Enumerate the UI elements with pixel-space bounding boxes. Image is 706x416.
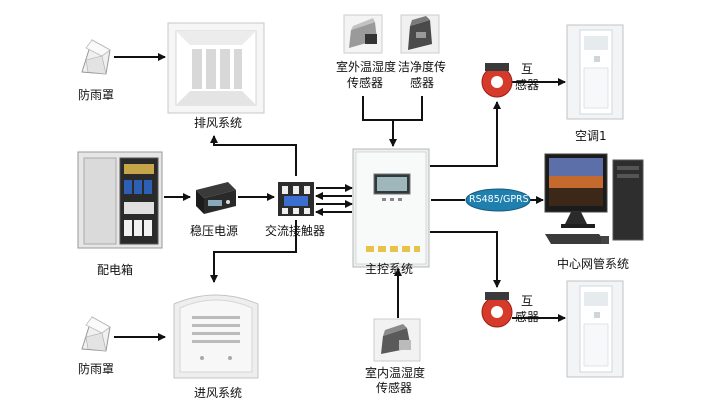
rs485-gprs-badge bbox=[465, 188, 531, 212]
voltage-regulator-image bbox=[192, 178, 238, 216]
current-transformer-bottom-image bbox=[480, 290, 514, 330]
cleanliness-sensor-label-1: 洁净度传 bbox=[398, 60, 447, 74]
outdoor-sensor-image bbox=[343, 14, 383, 54]
outdoor-sensor-label-2: 传感器 bbox=[347, 76, 384, 90]
rain-cover-top-label: 防雨罩 bbox=[78, 88, 115, 102]
current-transformer-bottom-label-2: 感器 bbox=[515, 310, 540, 324]
main-control-label: 主控系统 bbox=[365, 262, 414, 276]
intake-system-image bbox=[166, 286, 266, 381]
cleanliness-sensor-image bbox=[400, 14, 440, 54]
ac-contactor-image bbox=[276, 178, 316, 218]
rain-cover-bottom-image bbox=[76, 313, 114, 353]
exhaust-fan-image bbox=[166, 21, 266, 116]
indoor-sensor-label-1: 室内温湿度 bbox=[365, 366, 426, 380]
current-transformer-top-image bbox=[480, 62, 514, 100]
distribution-box-image bbox=[76, 150, 164, 250]
intake-system-label: 进风系统 bbox=[194, 386, 243, 400]
distribution-box-label: 配电箱 bbox=[97, 263, 134, 277]
voltage-regulator-label: 稳压电源 bbox=[190, 224, 239, 238]
current-transformer-top-label-1: 互 bbox=[521, 62, 534, 76]
ac-contactor-label: 交流接触器 bbox=[265, 224, 326, 238]
arrow-outdoor-sensor-main bbox=[362, 96, 397, 147]
arrow-main-ct-top bbox=[430, 101, 501, 167]
indoor-sensor-label-2: 传感器 bbox=[376, 381, 413, 395]
rain-cover-bottom-label: 防雨罩 bbox=[78, 362, 115, 376]
outdoor-sensor-label-1: 室外温湿度 bbox=[336, 60, 397, 74]
main-control-image bbox=[352, 148, 430, 268]
central-management-label: 中心网管系统 bbox=[557, 257, 630, 271]
arrow-main-ct-bottom bbox=[430, 231, 501, 288]
current-transformer-top-label-2: 感器 bbox=[515, 78, 540, 92]
rain-cover-top-image bbox=[76, 36, 114, 76]
indoor-sensor-image bbox=[373, 318, 421, 362]
arrow-clean-sensor-main bbox=[393, 96, 423, 121]
air-conditioner-1-label: 空调1 bbox=[575, 129, 607, 143]
rs485-gprs-label: RS485/GPRS bbox=[469, 194, 529, 205]
cleanliness-sensor-label-2: 感器 bbox=[410, 76, 435, 90]
central-management-computer-image bbox=[543, 150, 647, 252]
air-conditioner-1-image bbox=[566, 24, 624, 120]
air-conditioner-2-image bbox=[566, 280, 624, 378]
arrow-contactor-exhaust bbox=[210, 135, 297, 176]
exhaust-system-label: 排风系统 bbox=[194, 116, 243, 130]
current-transformer-bottom-label-1: 互 bbox=[521, 294, 534, 308]
arrow-contactor-intake bbox=[210, 220, 297, 283]
